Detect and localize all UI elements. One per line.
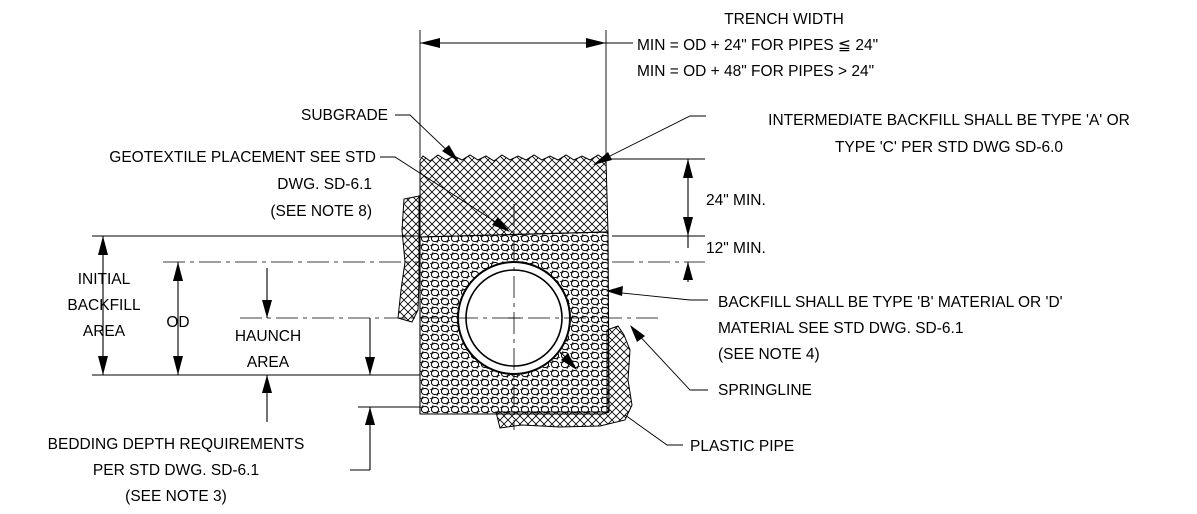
- plastic-pipe-pointer-arrow: [561, 353, 577, 370]
- springline-leader: [633, 329, 708, 391]
- trench-width-title: TRENCH WIDTH: [724, 11, 844, 28]
- initial-backfill-arrow-top: [98, 236, 108, 255]
- springline-label: SPRINGLINE: [718, 382, 812, 399]
- bedding-arrow-bottom: [365, 407, 375, 425]
- subgrade-leader: [395, 114, 456, 159]
- initial-backfill-label-line2: BACKFILL: [67, 297, 141, 314]
- haunch-arrow-top: [262, 300, 272, 318]
- subgrade-leader-arrow: [442, 145, 459, 162]
- geotextile-label-line1: GEOTEXTILE PLACEMENT SEE STD: [109, 149, 376, 166]
- od-arrow-top: [173, 262, 183, 281]
- bedding-label-line2: PER STD DWG. SD-6.1: [93, 462, 259, 479]
- od-arrow-bottom: [173, 356, 183, 375]
- od-label: OD: [166, 314, 189, 331]
- plastic-pipe-label: PLASTIC PIPE: [690, 438, 794, 455]
- cover-24-label: 24" MIN.: [706, 192, 766, 209]
- plastic-pipe-leader: [624, 414, 683, 446]
- springline-leader-arrow: [630, 325, 645, 342]
- haunch-label-line1: HAUNCH: [235, 328, 301, 345]
- trench-width-rule-large: MIN = OD + 48" FOR PIPES > 24": [637, 63, 874, 80]
- backfill-b-label-line1: BACKFILL SHALL BE TYPE 'B' MATERIAL OR '…: [718, 294, 1063, 311]
- native-soil-right: [495, 325, 633, 429]
- geotextile-leader: [380, 156, 506, 229]
- haunch-arrow-bottom: [262, 375, 272, 393]
- bedding-label-line3: (SEE NOTE 3): [125, 488, 227, 505]
- intermediate-backfill-leader: [597, 115, 706, 163]
- initial-backfill-arrow-bottom: [98, 356, 108, 375]
- backfill-b-label-line2: MATERIAL SEE STD DWG. SD-6.1: [718, 320, 963, 337]
- intermediate-backfill-label-line2: TYPE 'C' PER STD DWG SD-6.0: [835, 139, 1063, 156]
- geotextile-leader-arrow: [492, 217, 510, 232]
- haunch-label-line2: AREA: [247, 354, 290, 371]
- cover-24-arrow-bottom: [683, 217, 693, 236]
- backfill-b-leader: [611, 291, 708, 301]
- cover-12-label: 12" MIN.: [706, 240, 766, 257]
- native-soil-left: [397, 195, 420, 323]
- geotextile-label-line3: (SEE NOTE 8): [270, 203, 372, 220]
- initial-backfill-label-line3: AREA: [83, 323, 126, 340]
- initial-backfill-label-line1: INITIAL: [78, 271, 131, 288]
- bedding-arrow-top: [365, 357, 375, 375]
- trench-width-arrow-left: [420, 38, 440, 48]
- trench-width-rule-small: MIN = OD + 24" FOR PIPES ≦ 24": [637, 37, 878, 54]
- cover-12-arrow: [683, 262, 693, 280]
- intermediate-backfill-label-line1: INTERMEDIATE BACKFILL SHALL BE TYPE 'A' …: [768, 112, 1130, 129]
- intermediate-backfill-leader-arrow: [593, 152, 612, 165]
- trench-width-arrow-right: [586, 38, 606, 48]
- bedding-label-line1: BEDDING DEPTH REQUIREMENTS: [48, 436, 305, 453]
- subgrade-label: SUBGRADE: [301, 107, 388, 124]
- geotextile-label-line2: DWG. SD-6.1: [277, 176, 372, 193]
- backfill-b-leader-arrow: [606, 286, 623, 296]
- cover-24-arrow-top: [683, 159, 693, 178]
- backfill-b-label-line3: (SEE NOTE 4): [718, 346, 820, 363]
- intermediate-backfill-zone: [419, 154, 609, 238]
